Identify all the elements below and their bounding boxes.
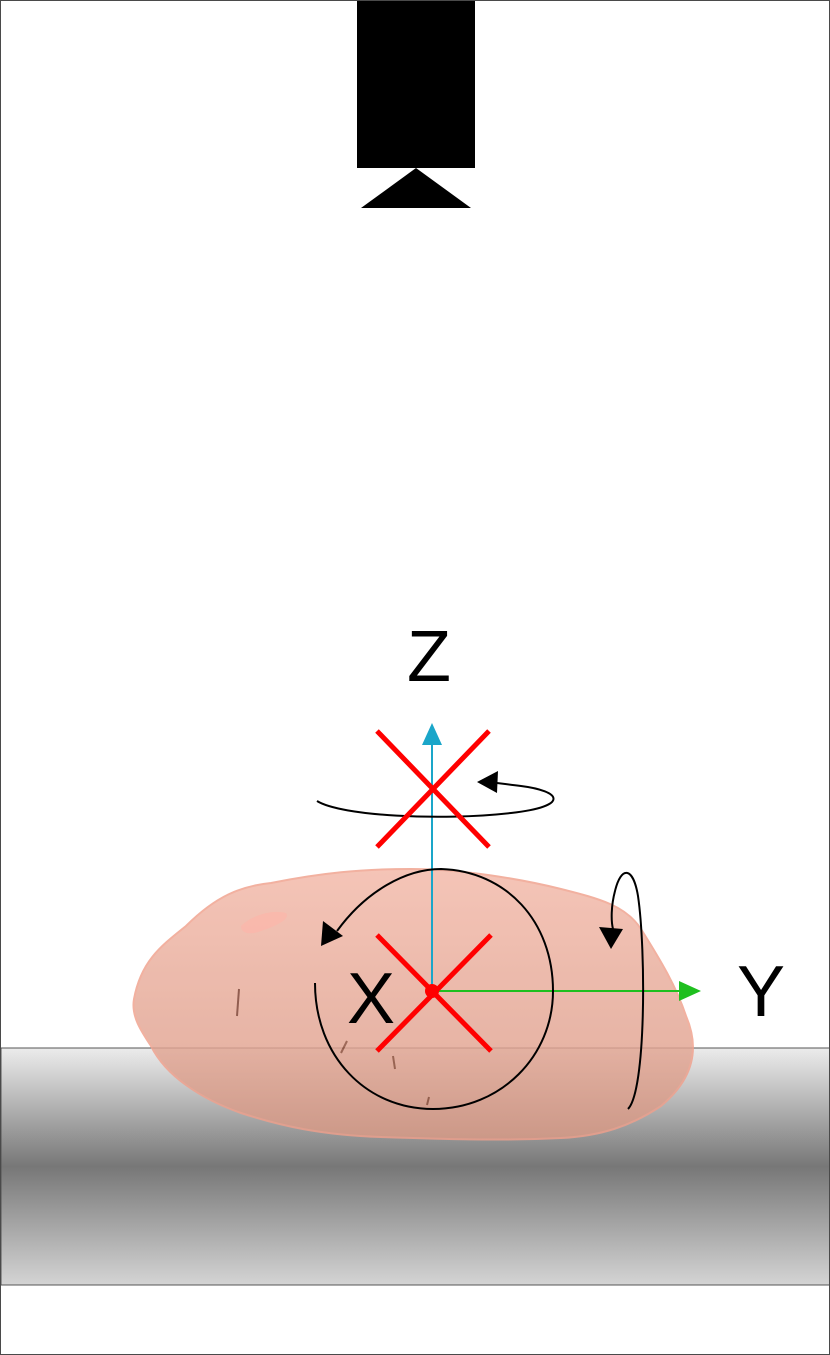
object-mark-b [392,1055,396,1070]
z-axis-label: Z [407,617,451,697]
x-rotation-arrow [314,867,555,1111]
camera-icon [357,1,475,208]
x-rotation-blocked-marker [375,933,493,1053]
y-axis-label: Y [737,952,785,1032]
object-highlight [241,911,287,934]
y-rotation-arrowhead [599,927,623,949]
z-axis-arrowhead [422,723,442,745]
camera-lens [361,168,471,208]
object-blob [132,867,694,1141]
y-rotation-arrow [610,871,645,1110]
z-rotation-blocked-marker [375,729,491,849]
z-rotation-arrow [316,781,555,818]
z-rotation-arrowhead [477,771,498,793]
object-mark-c [426,1096,430,1106]
x-axis-label: X [347,959,395,1039]
x-rotation-arrowhead [321,921,343,946]
camera-body [357,1,475,168]
object-body [132,867,694,1141]
object-mark-left [236,988,240,1017]
object-mark-a [340,1040,348,1054]
y-axis-arrowhead [679,981,701,1001]
